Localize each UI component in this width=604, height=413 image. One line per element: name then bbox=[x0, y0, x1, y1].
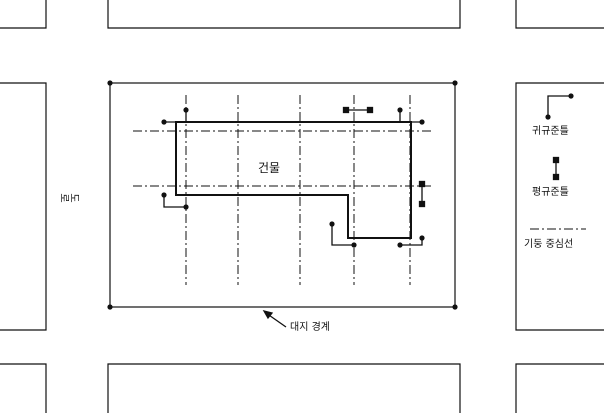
block-top-left bbox=[0, 0, 47, 29]
column-centerlines bbox=[133, 95, 432, 285]
site-boundary-label: 대지 경계 bbox=[290, 320, 330, 333]
site-corner-points bbox=[107, 80, 458, 310]
legend-flat-batter-board-label: 평규준틀 bbox=[532, 186, 569, 198]
legend: 귀규준틀 평규준틀 기둥 중심선 bbox=[524, 93, 586, 250]
block-bottom-right bbox=[515, 363, 604, 413]
block-top-right bbox=[515, 0, 604, 29]
flat-batter-boards bbox=[342, 106, 426, 208]
legend-flat-batter-board-icon bbox=[552, 156, 560, 181]
road-label: 도로 bbox=[60, 191, 80, 203]
legend-column-centerline-label: 기둥 중심선 bbox=[524, 238, 573, 250]
site-boundary-leader bbox=[262, 309, 287, 328]
legend-corner-batter-board-label: 귀규준틀 bbox=[532, 125, 569, 137]
block-top-center bbox=[107, 0, 461, 29]
corner-batter-boards bbox=[163, 110, 423, 246]
block-mid-right bbox=[515, 82, 604, 331]
legend-corner-batter-board-icon bbox=[545, 93, 574, 120]
building-outline bbox=[175, 121, 412, 239]
site-boundary bbox=[109, 82, 456, 308]
block-bottom-left bbox=[0, 363, 47, 413]
block-mid-left bbox=[0, 82, 47, 331]
block-bottom-center bbox=[107, 363, 461, 413]
corner-batter-board-points bbox=[161, 107, 425, 248]
building-label: 건물 bbox=[258, 161, 280, 175]
